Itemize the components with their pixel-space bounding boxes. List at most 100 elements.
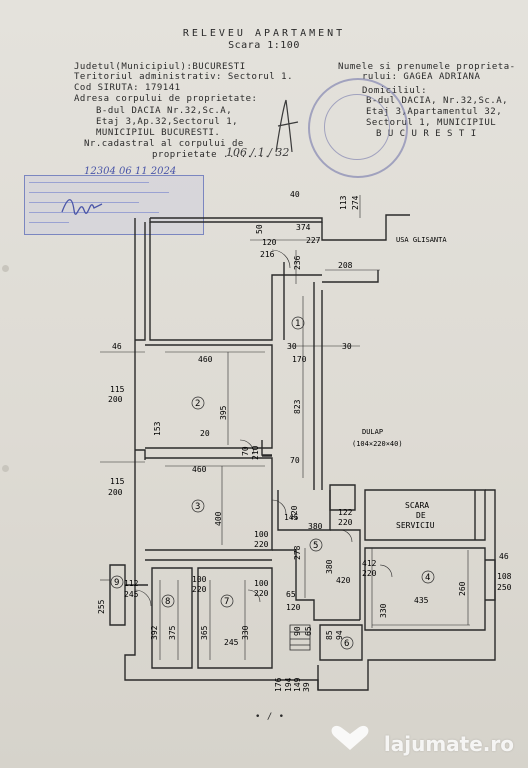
dim-label: 365: [200, 625, 209, 640]
watermark-brand: lajumate.ro: [383, 732, 514, 756]
dim-label: 412: [362, 559, 377, 568]
dim-label: 39: [302, 682, 311, 692]
dim-label: 85: [325, 630, 334, 640]
dim-label: 90: [293, 626, 302, 636]
service-stairs-label-1: SCARA: [405, 501, 429, 510]
room-4-number: 4: [425, 573, 430, 583]
dim-label: 392: [150, 625, 159, 640]
document-title: RELEVEU APARTAMENT: [182, 28, 346, 39]
dim-label: 120: [262, 238, 277, 247]
punch-hole: [2, 265, 9, 272]
dim-label: 400: [214, 511, 223, 526]
dim-label: 113: [339, 195, 348, 210]
dim-label: 220: [362, 569, 377, 578]
dim-label: 70: [241, 446, 250, 456]
dim-label: 460: [198, 355, 213, 364]
service-stairs-label-2: DE: [416, 511, 426, 520]
room-9-number: 9: [114, 578, 119, 588]
dim-label: 30: [342, 342, 352, 351]
dim-label: 250: [497, 583, 512, 592]
dim-label: 278: [293, 545, 302, 560]
dim-label: 380: [325, 559, 334, 574]
dim-label: 46: [499, 552, 509, 561]
dim-label: 115: [110, 385, 125, 394]
service-stairs-label-3: SERVICIU: [396, 521, 435, 530]
siruta-line: Cod SIRUTA: 179141: [74, 83, 181, 93]
room-6-number: 6: [344, 639, 349, 649]
cadastral-line-2: proprietate ........: [152, 150, 271, 160]
dim-label: 255: [97, 599, 106, 614]
dim-label: 208: [338, 261, 353, 270]
dim-label: 122: [338, 508, 353, 517]
dim-label: 375: [168, 625, 177, 640]
domicile-label: Domiciliul:: [362, 86, 428, 96]
dim-label: 395: [219, 405, 228, 420]
adresa-line-2: Etaj 3,Ap.32,Sectorul 1,: [96, 117, 239, 127]
dim-label: 94: [335, 630, 344, 640]
dim-label: 245: [224, 638, 239, 647]
dim-label: 330: [379, 603, 388, 618]
dim-label: 100: [192, 575, 207, 584]
domicile-line-1: B-dul DACIA, Nr.32,Sc.A,: [366, 96, 509, 106]
dim-label: 65: [286, 590, 296, 599]
teritoriu-line: Teritoriul administrativ: Sectorul 1.: [74, 72, 293, 82]
dim-label: 380: [308, 522, 323, 531]
dim-label: 245: [124, 590, 139, 599]
dim-label: 236: [293, 255, 302, 270]
domicile-line-4: B U C U R E S T I: [376, 129, 477, 139]
dim-label: 330: [241, 625, 250, 640]
dim-label: 145: [284, 513, 299, 522]
dim-label: 200: [108, 395, 123, 404]
dim-label: 220: [338, 518, 353, 527]
owner-name: rului: GAGEA ADRIANA: [362, 72, 481, 82]
judet-line: Judetul(Municipiul):BUCURESTI: [74, 62, 246, 72]
dim-label: 227: [306, 236, 321, 245]
registration-stamp: [24, 175, 204, 235]
dim-label: 176: [274, 677, 283, 692]
page-mark: • / •: [255, 712, 285, 722]
signature-2: [275, 99, 299, 153]
dim-label: 112: [124, 579, 139, 588]
dim-label: 46: [112, 342, 122, 351]
dim-label: 220: [290, 505, 299, 520]
dim-label: 149: [293, 677, 302, 692]
room-2-number: 2: [195, 399, 200, 409]
dim-label: 260: [458, 581, 467, 596]
dim-label: 194: [284, 677, 293, 692]
handwritten-date: 12304 06 11 2024: [84, 166, 177, 177]
dim-label: 274: [351, 195, 360, 210]
dim-label: 823: [293, 399, 302, 414]
dim-label: 100: [254, 530, 269, 539]
room-3-number: 3: [195, 502, 200, 512]
dim-label: 435: [414, 596, 429, 605]
dim-label: 108: [497, 572, 512, 581]
dim-label: 200: [108, 488, 123, 497]
adresa-label: Adresa corpului de proprietate:: [74, 94, 258, 104]
dim-label: 40: [290, 190, 300, 199]
dim-label: 216: [260, 250, 275, 259]
domicile-line-2: Etaj 3,Apartamentul 32,: [366, 107, 503, 117]
dim-label: 65: [304, 626, 313, 636]
heart-icon: [331, 725, 369, 750]
dim-label: 220: [254, 589, 269, 598]
domicile-line-3: Sectorul 1, MUNICIPIUL: [366, 118, 497, 128]
sliding-door-label: USA GLISANTA: [396, 236, 447, 244]
room-8-number: 8: [165, 597, 170, 607]
wardrobe-label: DULAP: [362, 428, 383, 436]
adresa-line-1: B-dul DACIA Nr.32,Sc.A,: [96, 106, 233, 116]
wardrobe-dimensions: (104×220×40): [352, 440, 403, 448]
dim-label: 50: [255, 224, 264, 234]
official-round-stamp: [308, 78, 408, 178]
room-1-number: 1: [295, 319, 300, 329]
signature: [61, 199, 103, 215]
punch-hole: [2, 465, 9, 472]
room-7-number: 7: [224, 597, 229, 607]
adresa-line-3: MUNICIPIUL BUCURESTI.: [96, 128, 221, 138]
dim-label: 30: [287, 342, 297, 351]
owner-label: Numele si prenumele proprieta-: [338, 62, 516, 72]
dim-label: 210: [251, 445, 260, 460]
dim-label: 220: [254, 540, 269, 549]
dim-label: 153: [153, 421, 162, 436]
